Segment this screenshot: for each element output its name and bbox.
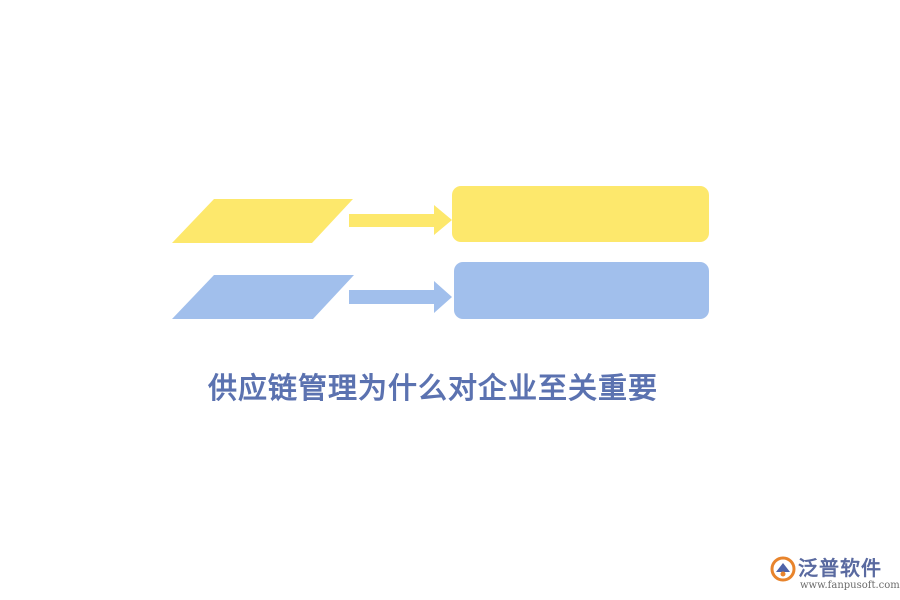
- parallelogram-input-2: [172, 275, 354, 319]
- arrow-right-1: [349, 205, 452, 235]
- fanpu-logo-icon: [770, 556, 796, 582]
- parallelogram-input-1: [172, 199, 353, 243]
- logo-url: www.fanpusoft.com: [800, 580, 900, 591]
- page-title: 供应链管理为什么对企业至关重要: [207, 371, 658, 405]
- result-box-2: [454, 262, 709, 319]
- result-box-1: [452, 186, 709, 242]
- arrow-right-2: [349, 281, 452, 313]
- brand-logo[interactable]: 泛普软件 www.fanpusoft.com: [770, 553, 900, 595]
- logo-name: 泛普软件: [798, 556, 882, 580]
